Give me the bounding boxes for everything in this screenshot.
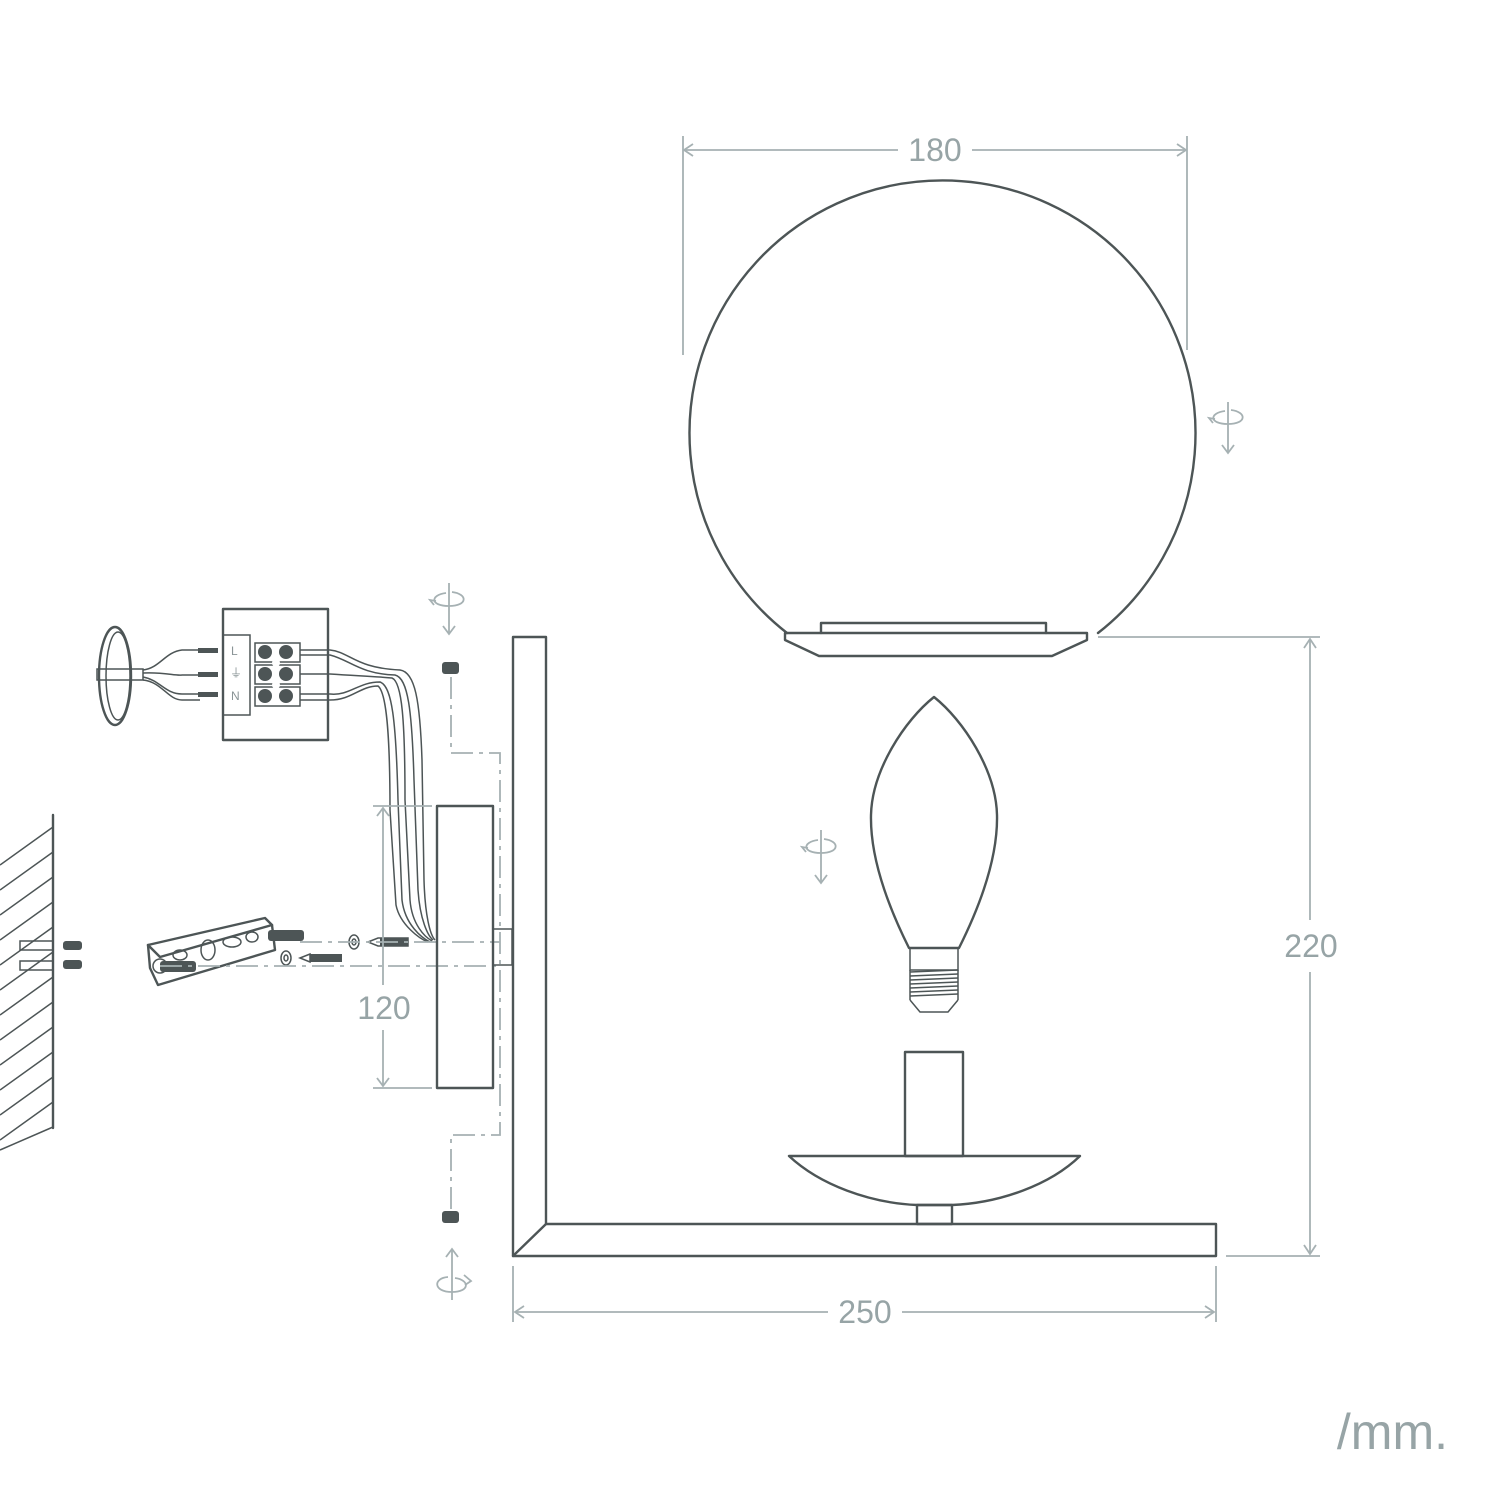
- set-screw-bottom: [442, 1211, 459, 1223]
- dimension-label-250: 250: [838, 1294, 891, 1330]
- terminal-label-live: L: [231, 644, 238, 658]
- dimension-label-180: 180: [908, 132, 961, 168]
- dimension-label-120: 120: [357, 990, 410, 1026]
- rotate-arrow-icon: [799, 830, 837, 885]
- dimension-total-depth: 250: [512, 1266, 1217, 1330]
- l-shaped-arm: [511, 635, 1218, 1258]
- lamp-holder: [903, 1050, 965, 1158]
- rotate-arrow-icon: [436, 1247, 473, 1300]
- mains-cable: [96, 625, 218, 727]
- dimension-wall-plate-height: 120: [357, 805, 432, 1089]
- wall-section: [0, 813, 55, 1151]
- rotate-arrow-icon: [427, 583, 465, 636]
- set-screw-top: [442, 662, 459, 674]
- dimension-total-height: 220: [1098, 636, 1338, 1257]
- terminal-label-neutral: N: [231, 689, 240, 703]
- globe-shade: [688, 179, 1197, 658]
- rotate-arrow-icon: [1206, 402, 1244, 455]
- wall-plug-icon: [63, 941, 82, 969]
- terminal-label-earth: ⏚: [230, 666, 242, 680]
- candle-bulb: [869, 695, 999, 1013]
- dimension-shade-diameter: 180: [682, 132, 1188, 355]
- unit-label: /mm.: [1337, 1404, 1448, 1460]
- bowl-cup: [787, 1154, 1082, 1226]
- mounting-bracket: [146, 916, 304, 987]
- alignment-lines: [160, 677, 501, 1210]
- dimension-label-220: 220: [1284, 928, 1337, 964]
- terminal-block: L ⏚ N: [221, 607, 436, 943]
